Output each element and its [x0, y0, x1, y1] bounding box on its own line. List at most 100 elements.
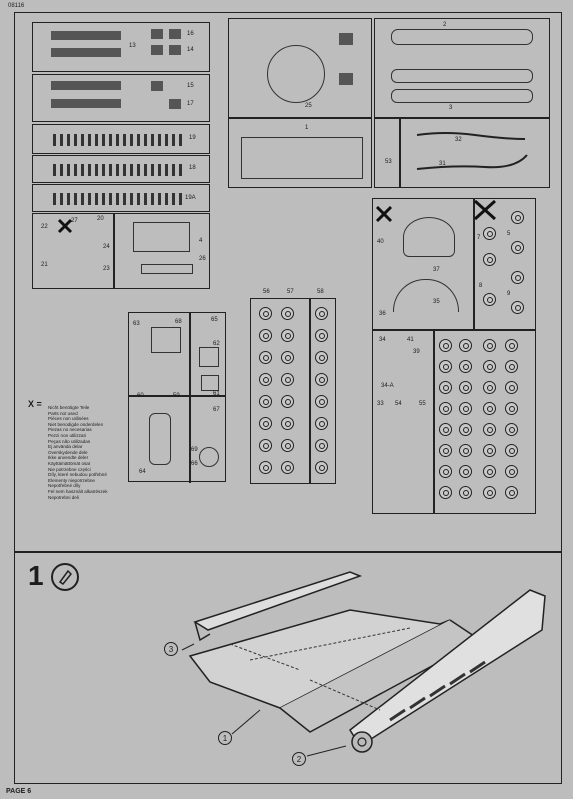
sprue-label: 31: [439, 161, 446, 167]
sprue-label: 5: [507, 231, 511, 237]
legend-line: Ikke anvendte deler: [48, 455, 89, 461]
legend-line: Niet benodigde onderdelen: [48, 421, 104, 427]
legend-line: Nepotrebni deli: [48, 494, 79, 500]
road-wheel-part: [281, 351, 294, 364]
not-used-cross-icon: [473, 199, 497, 221]
road-wheel-part: [459, 360, 472, 373]
legend-line: Piezas no necesarias: [48, 427, 92, 433]
road-wheel-part: [315, 395, 328, 408]
road-wheel-part: [439, 444, 452, 457]
road-wheel-part: [315, 461, 328, 474]
road-wheel-part: [483, 381, 496, 394]
sprue-label: 34-A: [381, 383, 394, 389]
legend-line: Elementy niepotrzebne: [48, 477, 95, 483]
sprue-box-13: 13 16 14: [32, 22, 210, 72]
sprue-label: 9: [507, 291, 511, 297]
sprue-label: 3: [449, 105, 453, 111]
road-wheel-part: [259, 307, 272, 320]
road-wheel-part: [505, 402, 518, 415]
sprue-label: 55: [419, 401, 426, 407]
hull-assembly-drawing: [181, 571, 546, 757]
road-wheel-part: [439, 360, 452, 373]
road-wheel-part: [483, 402, 496, 415]
road-wheel-part: [281, 439, 294, 452]
sprue-label: 15: [187, 83, 194, 89]
sprue-label: 34: [379, 337, 386, 343]
road-wheel-part: [315, 439, 328, 452]
legend-symbol: X =: [28, 399, 42, 409]
road-wheel-part: [259, 373, 272, 386]
road-wheel-part: [259, 417, 272, 430]
road-wheel-part: [459, 381, 472, 394]
sprue-box-59-69: 63 68 65 62 60 59 61 67 64 69 66: [128, 312, 226, 483]
legend-line: Nepotřebné díly: [48, 483, 81, 489]
road-wheel-part: [439, 381, 452, 394]
sprue-label: 58: [317, 289, 324, 295]
road-wheel-part: [483, 339, 496, 352]
road-wheel-part: [281, 307, 294, 320]
sprue-label: 21: [41, 262, 48, 268]
road-wheel-part: [505, 486, 518, 499]
legend-line: Pezzi non utilizzati: [48, 432, 86, 438]
road-wheel-part: [505, 339, 518, 352]
road-wheel-part: [259, 461, 272, 474]
legend-line: Nie potrzebne części: [48, 466, 91, 472]
sprue-box-56-58: 56 57 58: [250, 289, 336, 484]
sprue-label: 17: [187, 101, 194, 107]
road-wheel-part: [315, 417, 328, 430]
sprue-label: 2: [443, 22, 447, 28]
sprue-label: 66: [191, 461, 198, 467]
legend-line: Nicht benötigte Teile: [48, 405, 90, 410]
road-wheel-part: [483, 423, 496, 436]
road-wheel-part: [483, 465, 496, 478]
callout-2: 2: [292, 752, 306, 766]
legend-line: Ej använda delar: [48, 444, 83, 450]
sprue-label: 69: [191, 447, 198, 453]
road-wheel-part: [259, 351, 272, 364]
road-wheel-part: [315, 373, 328, 386]
road-wheel-part: [483, 444, 496, 457]
sprue-label: 22: [41, 224, 48, 230]
sprue-label: 60: [137, 393, 144, 399]
sprue-label: 14: [187, 47, 194, 53]
sprue-label: 25: [305, 103, 312, 109]
road-wheel-part: [259, 439, 272, 452]
sprue-label: 53: [385, 159, 392, 165]
sprue-label: 18: [189, 165, 196, 171]
road-wheel-part: [439, 423, 452, 436]
sprue-label: 26: [199, 256, 206, 262]
road-wheel-part: [315, 329, 328, 342]
sprue-box-1: 1: [228, 118, 372, 188]
sprue-label: 1: [305, 125, 309, 131]
sprue-label: 20: [97, 216, 104, 222]
sprue-label: 39: [413, 349, 420, 355]
road-wheel-part: [459, 423, 472, 436]
sprue-box-19a: 19A: [32, 184, 210, 212]
sprue-label: 7: [477, 235, 481, 241]
step-number: 1: [28, 560, 44, 591]
road-wheel-part: [439, 402, 452, 415]
road-wheel-part: [281, 461, 294, 474]
road-wheel-part: [459, 444, 472, 457]
road-wheel-part: [259, 329, 272, 342]
sprue-label: 56: [263, 289, 270, 295]
road-wheel-part: [315, 307, 328, 320]
sprue-label: 62: [213, 341, 220, 347]
road-wheel-part: [505, 381, 518, 394]
road-wheel-part: [505, 423, 518, 436]
sprue-label: 32: [455, 137, 462, 143]
track-link-parts: [416, 132, 528, 170]
sprue-label: 24: [103, 244, 110, 250]
road-wheel-part: [483, 360, 496, 373]
callout-3: 3: [164, 642, 178, 656]
sprue-box-2-3: 2 3: [374, 18, 550, 118]
parts-overview-frame: [14, 12, 562, 552]
legend-line: Overskydende dele: [48, 449, 88, 455]
sprue-label: 19A: [185, 195, 196, 201]
glue-icon: [51, 563, 79, 591]
sprue-label: 41: [407, 337, 414, 343]
sprue-label: 68: [175, 319, 182, 325]
road-wheel-part: [281, 395, 294, 408]
sprue-label: 65: [211, 317, 218, 323]
